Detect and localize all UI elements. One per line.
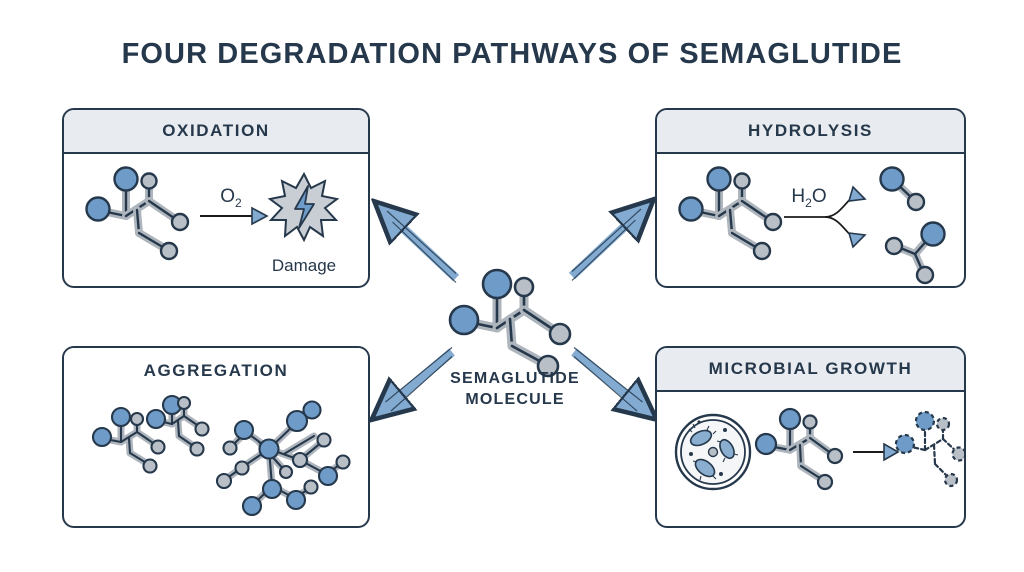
center-label-line2: MOLECULE	[465, 391, 565, 408]
oxidation-reagent-label: O2	[220, 186, 242, 210]
panel-oxidation[interactable]: OXIDATION	[62, 108, 370, 288]
molecule-icon	[765, 418, 836, 484]
arrow-center-to-microbial	[571, 348, 640, 406]
fragment-large-icon	[884, 221, 946, 285]
panel-hydrolysis-body: H2O	[657, 154, 964, 285]
page-title: FOUR DEGRADATION PATHWAYS OF SEMAGLUTIDE	[121, 38, 903, 70]
panel-microbial-body	[657, 392, 964, 522]
panel-aggregation-body	[64, 394, 368, 522]
reaction-arrow-icon	[853, 442, 900, 462]
panel-microbial-header: MICROBIAL GROWTH	[657, 348, 964, 392]
degraded-molecule-icon	[894, 410, 964, 488]
panel-microbial-title: MICROBIAL GROWTH	[708, 359, 913, 378]
split-arrowhead-down	[847, 232, 867, 249]
panel-oxidation-header: OXIDATION	[64, 110, 368, 154]
center-label-line1: SEMAGLUTIDE	[450, 370, 580, 387]
hydrolysis-diagram: H2O	[678, 166, 946, 285]
split-arrowhead-up	[847, 185, 867, 202]
panel-hydrolysis-title: HYDROLYSIS	[748, 121, 873, 140]
panel-hydrolysis[interactable]: HYDROLYSIS	[655, 108, 966, 288]
panel-oxidation-title: OXIDATION	[162, 121, 270, 140]
aggregation-diagram	[91, 394, 351, 517]
center-molecule-group: SEMAGLUTIDE MOLECULE	[400, 240, 630, 440]
panel-oxidation-body: Damage O2	[64, 154, 368, 284]
panel-aggregation-header: AGGREGATION	[64, 348, 368, 394]
center-molecule-label: SEMAGLUTIDE MOLECULE	[400, 368, 630, 410]
panel-hydrolysis-header: HYDROLYSIS	[657, 110, 964, 154]
panel-aggregation[interactable]: AGGREGATION	[62, 346, 370, 528]
panel-aggregation-title: AGGREGATION	[143, 361, 289, 380]
semaglutide-molecule-icon	[448, 268, 572, 378]
panel-microbial[interactable]: MICROBIAL GROWTH	[655, 346, 966, 528]
arrow-center-to-hydrolysis	[568, 214, 638, 280]
oxidation-diagram: Damage O2	[85, 166, 340, 275]
molecule-icon	[98, 178, 181, 253]
free-molecules-icon	[91, 394, 210, 474]
burst-damage-icon	[267, 171, 340, 243]
petri-dish-bacteria-icon	[674, 413, 752, 491]
reaction-arrow-icon	[200, 206, 269, 226]
arrow-center-to-aggregation	[388, 348, 455, 406]
oxidation-result-label: Damage	[272, 256, 336, 275]
hydrolysis-reagent-label: H2O	[791, 186, 826, 210]
arrow-center-to-oxidation	[390, 216, 460, 282]
microbial-diagram	[674, 407, 964, 491]
aggregate-cluster-icon	[215, 400, 351, 517]
molecule-icon	[691, 178, 774, 253]
fragment-small-icon	[879, 166, 926, 212]
